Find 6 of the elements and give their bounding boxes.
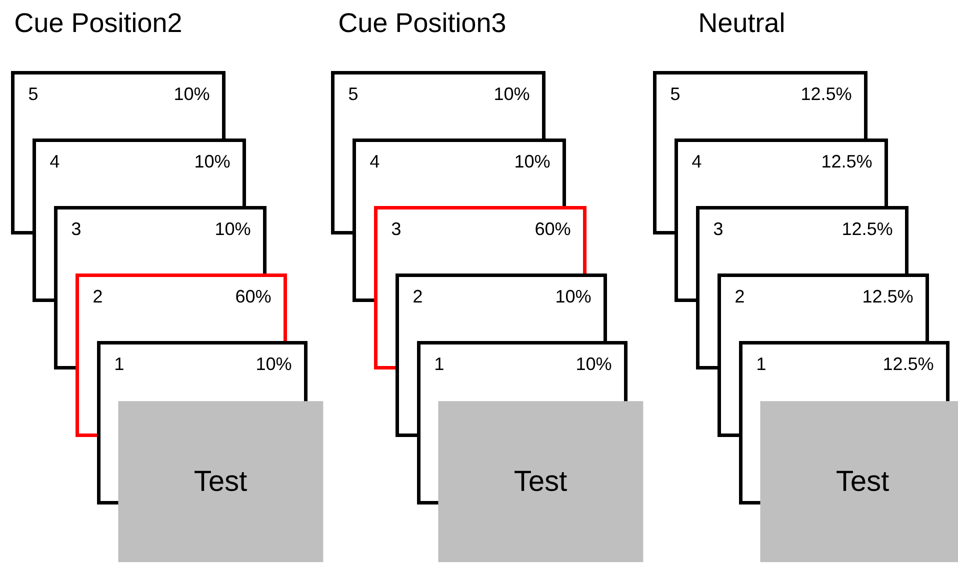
test-screen: Test (438, 401, 644, 562)
panel-title: Cue Position3 (340, 12, 506, 32)
test-screen: Test (760, 401, 958, 562)
panel-title: Cue Position2 (16, 12, 181, 32)
test-screen: Test (118, 401, 324, 562)
panel-title: Neutral (700, 12, 784, 32)
